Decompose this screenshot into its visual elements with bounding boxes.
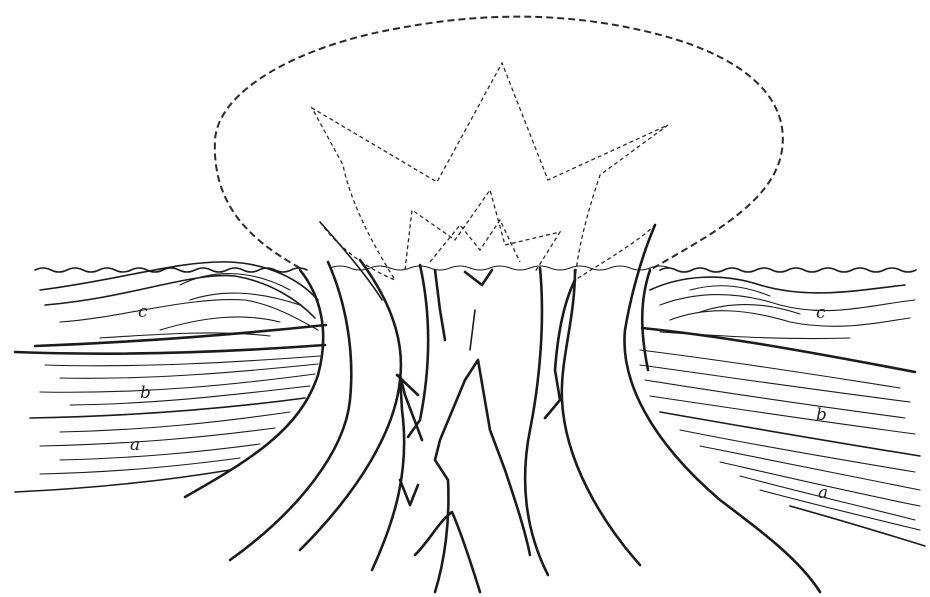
right-strata-b-a <box>640 350 925 546</box>
dashed-star-outline <box>312 63 668 280</box>
label-right-b: b <box>816 405 827 425</box>
left-boundary-c-b <box>35 325 326 346</box>
right-stratum-c <box>650 277 915 338</box>
label-right-a: a <box>818 483 828 503</box>
dashed-inner-crown <box>405 190 560 272</box>
label-left-c: c <box>138 302 148 322</box>
label-left-a: a <box>130 435 140 455</box>
label-right-c: c <box>816 303 826 323</box>
surface-line-right <box>660 268 916 272</box>
dashed-dome-outline <box>215 17 783 270</box>
left-strata-b-a <box>15 345 325 492</box>
surface-line-center <box>330 266 670 270</box>
left-stratum-c <box>40 262 318 338</box>
label-left-b: b <box>140 383 151 403</box>
dashed-inner-crown-2 <box>430 220 520 262</box>
right-boundary-c-b <box>642 328 915 372</box>
